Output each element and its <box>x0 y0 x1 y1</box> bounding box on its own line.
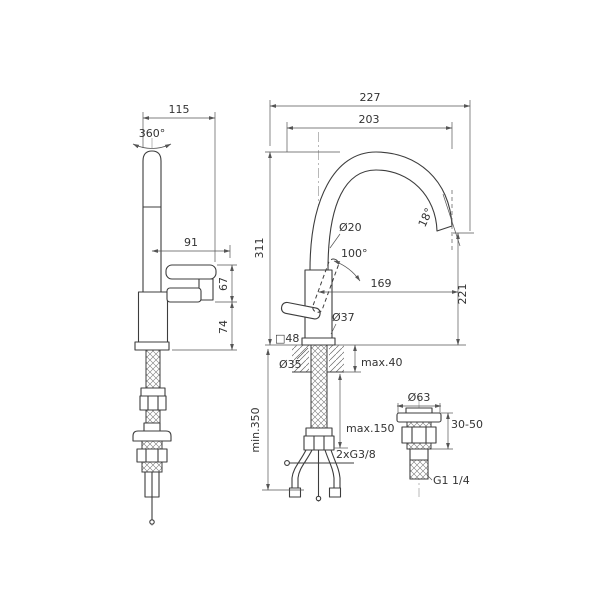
dim-spout-reach-label: 169 <box>371 277 392 290</box>
threaded-shank-front <box>310 344 328 429</box>
faucet-body-front <box>304 269 333 339</box>
dim-waste-deck-range-label: 30-50 <box>451 418 483 431</box>
dim-base-square-label: □48 <box>275 332 299 345</box>
waste-assembly <box>396 407 442 480</box>
lever-handle <box>280 301 321 320</box>
mounting-nut-front <box>303 435 335 451</box>
handle-boss <box>166 287 202 303</box>
threaded-shank-lower <box>145 409 161 424</box>
handle-blade <box>165 264 217 280</box>
mounting-nut <box>139 395 167 411</box>
handle-swing-arc <box>333 260 361 282</box>
lever-raised-position <box>312 258 339 313</box>
dim-body-height-label: 74 <box>217 320 230 334</box>
dim-overall-height-label: 311 <box>253 238 266 259</box>
dim-outlet-height-label: 221 <box>456 284 469 305</box>
dim-supply-thread-label: 2xG3/8 <box>336 448 376 461</box>
left-view: 115 360° 91 67 74 <box>132 103 237 528</box>
left-faucet-outline <box>132 150 217 525</box>
waste-tail-thread <box>409 459 429 480</box>
dim-waste-flange-dia-label: Ø63 <box>408 391 431 404</box>
left-dimensions: 115 360° 91 67 74 <box>132 103 237 351</box>
dim-side-reach-label: 91 <box>184 236 198 249</box>
dim-waste-thread-label: G1 1/4 <box>433 474 470 487</box>
waste-plug-cap <box>143 422 161 432</box>
faucet-body <box>137 291 169 343</box>
spout-column <box>142 150 162 293</box>
dim-hole-dia-label: Ø35 <box>279 358 302 371</box>
right-faucet-outline <box>265 151 466 502</box>
dim-deck-thickness-label: max.40 <box>361 356 402 369</box>
pop-up-rod-knob <box>315 495 322 502</box>
base-flange <box>134 341 170 351</box>
right-dimensions: 227 203 311 Ø20 100° 18° 169 221 Ø37 □48 <box>249 91 483 491</box>
swivel-arc <box>132 143 172 149</box>
dim-spout-tube-dia-label: Ø20 <box>339 221 362 234</box>
supply-hose-right <box>324 449 335 489</box>
pull-rod-knob <box>149 519 155 525</box>
dim-depth-label: 115 <box>169 103 190 116</box>
supply-hose-left <box>291 449 307 489</box>
bracket-washer <box>140 387 166 397</box>
bracket-washer-front <box>305 427 333 437</box>
waste-flange <box>132 430 172 442</box>
linkage-knob <box>284 460 290 466</box>
threaded-shank-upper <box>145 349 161 389</box>
hose-fitting-right <box>328 487 342 498</box>
right-view: 227 203 311 Ø20 100° 18° 169 221 Ø37 □48 <box>249 91 483 505</box>
waste-nut <box>136 448 168 463</box>
hose-fitting-left <box>288 487 302 498</box>
dim-shank-length-label: max.150 <box>346 422 394 435</box>
dim-hose-length-label: min.350 <box>249 407 262 452</box>
dim-spout-projection-label: 203 <box>359 113 380 126</box>
dim-body-dia-label: Ø37 <box>332 311 355 324</box>
dim-swivel-angle-label: 360° <box>139 127 166 140</box>
deck-section-right <box>329 345 344 372</box>
waste-flange-front <box>396 412 442 423</box>
dim-handle-swing-label: 100° <box>341 247 368 260</box>
deck-section-left <box>292 345 309 372</box>
waste-nut-front <box>401 426 437 444</box>
base-flange-front <box>301 337 336 346</box>
dim-overall-width-label: 227 <box>360 91 381 104</box>
dim-handle-height-label: 67 <box>217 277 230 291</box>
waste-thread-upper <box>141 440 163 450</box>
waste-thread-lower <box>141 461 163 473</box>
